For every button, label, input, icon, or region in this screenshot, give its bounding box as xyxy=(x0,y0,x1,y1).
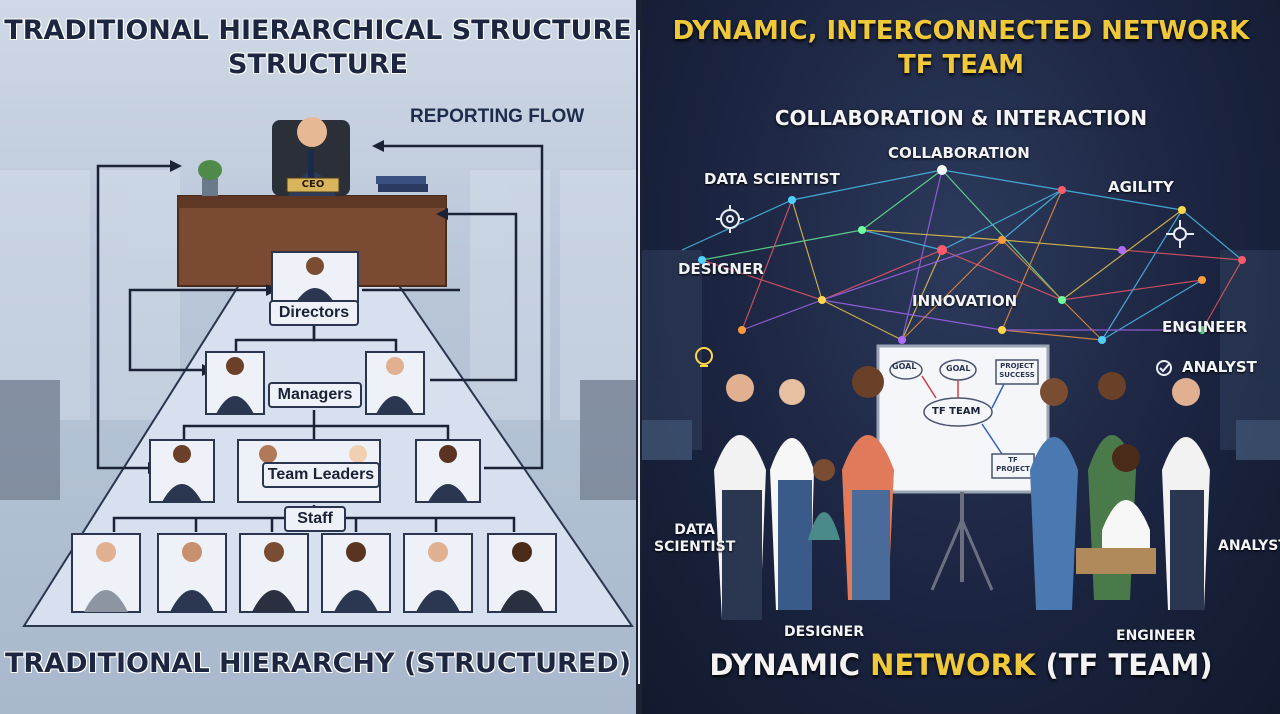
network-footer: DYNAMIC NETWORK (TF TEAM) xyxy=(642,648,1280,682)
ceo-nameplate: CEO xyxy=(301,179,325,190)
network-hub-icon xyxy=(1166,220,1194,248)
whiteboard-tf-project: TF PROJECT xyxy=(996,456,1030,473)
check-icon xyxy=(1156,360,1172,376)
network-illustration xyxy=(642,165,1280,620)
network-title: DYNAMIC, INTERCONNECTED NETWORK TF TEAM xyxy=(642,14,1280,82)
node-label-collaboration: COLLABORATION xyxy=(888,144,1030,162)
whiteboard xyxy=(876,344,1050,591)
node-label-agility: AGILITY xyxy=(1108,178,1174,196)
panel-divider xyxy=(636,0,642,714)
network-nodes xyxy=(698,165,1246,344)
team-people xyxy=(714,366,1210,620)
gear-icon xyxy=(716,205,744,233)
hierarchy-title-line1: TRADITIONAL HIERARCHICAL STRUCTURE xyxy=(4,15,632,46)
whiteboard-center: TF TEAM xyxy=(932,406,981,417)
network-subtitle: COLLABORATION & INTERACTION xyxy=(774,106,1148,130)
network-title-line1: DYNAMIC, INTERCONNECTED NETWORK xyxy=(672,16,1250,46)
person-label-data-scientist: DATA SCIENTIST xyxy=(654,522,735,556)
reporting-flow-arrows xyxy=(96,144,544,532)
node-label-data-scientist: DATA SCIENTIST xyxy=(704,170,840,188)
hierarchy-title: TRADITIONAL HIERARCHICAL STRUCTURE STRUC… xyxy=(0,14,636,82)
network-footer-part2: NETWORK xyxy=(870,648,1036,682)
network-footer-part1: DYNAMIC xyxy=(709,648,871,682)
network-panel: DYNAMIC, INTERCONNECTED NETWORK TF TEAM … xyxy=(642,0,1280,714)
staff-portraits xyxy=(71,533,557,613)
network-footer-part3: (TF TEAM) xyxy=(1035,648,1213,682)
manager-portraits xyxy=(205,351,425,415)
hierarchy-footer: TRADITIONAL HIERARCHY (STRUCTURED) xyxy=(4,648,632,679)
directors-label: Directors xyxy=(269,300,359,326)
person-label-data-scientist-line2: SCIENTIST xyxy=(654,539,736,555)
managers-label: Managers xyxy=(268,382,362,408)
hierarchy-illustration xyxy=(0,117,636,627)
staff-label: Staff xyxy=(284,506,346,532)
person-label-analyst: ANALYST xyxy=(1218,538,1280,554)
person-label-engineer: ENGINEER xyxy=(1116,628,1196,644)
network-links xyxy=(681,169,1243,341)
node-label-engineer: ENGINEER xyxy=(1162,318,1248,336)
node-label-designer: DESIGNER xyxy=(678,260,764,278)
director-portrait xyxy=(271,251,359,303)
network-title-line2: TF TEAM xyxy=(897,50,1025,80)
hierarchy-panel: TRADITIONAL HIERARCHICAL STRUCTURE STRUC… xyxy=(0,0,636,714)
node-label-innovation: INNOVATION xyxy=(912,292,1018,310)
office-background xyxy=(0,170,636,500)
person-label-designer: DESIGNER xyxy=(784,624,865,640)
whiteboard-goal-center: GOAL xyxy=(946,364,971,373)
reporting-flow-label: REPORTING FLOW xyxy=(410,106,585,127)
whiteboard-goal-left: GOAL xyxy=(892,362,917,371)
person-label-data-scientist-line1: DATA xyxy=(674,522,715,538)
hierarchy-title-line2: STRUCTURE xyxy=(228,49,408,80)
node-label-analyst: ANALYST xyxy=(1182,358,1257,376)
team-leaders-label: Team Leaders xyxy=(262,462,380,488)
office-background xyxy=(642,250,1280,460)
lightbulb-icon xyxy=(695,347,713,367)
whiteboard-project-success: PROJECT SUCCESS xyxy=(999,362,1035,379)
